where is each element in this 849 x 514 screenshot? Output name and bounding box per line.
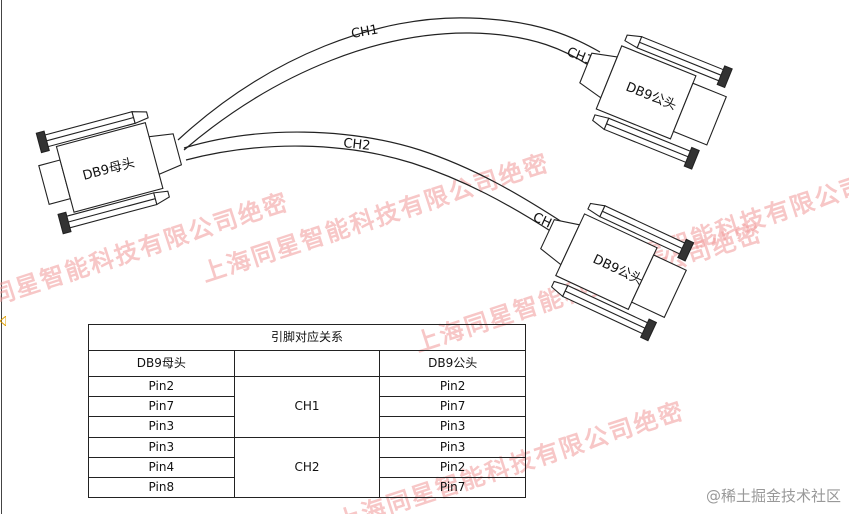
db9-male-connector-top	[579, 34, 733, 170]
female-pin-cell: Pin3	[88, 436, 235, 458]
table-row: Pin3 CH2 Pin3	[88, 436, 526, 499]
female-pin-cell: Pin3	[88, 416, 235, 438]
male-pin-cell: Pin2	[379, 375, 526, 398]
male-pin-cell: Pin3	[379, 436, 526, 458]
column-header-male: DB9公头	[379, 350, 526, 377]
db9-male-connector-bottom	[540, 202, 695, 342]
table-row: Pin4 Pin2	[88, 456, 526, 478]
ch2-cable	[183, 131, 563, 233]
ch1-cable	[177, 17, 601, 151]
ch2-cable-label: CH2	[343, 136, 372, 154]
male-pin-cell: Pin3	[379, 416, 526, 438]
table-row: Pin2 CH1 Pin2	[88, 375, 526, 438]
table-row: Pin3 Pin3	[88, 416, 526, 438]
female-pin-cell: Pin8	[88, 476, 235, 499]
male-pin-cell: Pin7	[379, 396, 526, 418]
source-credit: @稀土掘金技术社区	[705, 487, 841, 505]
male-pin-cell: Pin7	[379, 476, 526, 499]
female-pin-cell: Pin2	[88, 375, 235, 398]
pin-mapping-table: 引脚对应关系 DB9母头 DB9公头 Pin2 CH1 Pin2 Pin7 Pi…	[88, 324, 526, 499]
edge-marker-icon	[0, 316, 6, 326]
table-title: 引脚对应关系	[88, 324, 526, 351]
channel-cell: CH1	[233, 376, 381, 438]
male-pin-cell: Pin2	[379, 456, 526, 478]
ch1-cable-label: CH1	[350, 22, 379, 41]
female-pin-cell: Pin7	[88, 396, 235, 418]
table-row: Pin8 Pin7	[88, 476, 526, 499]
column-header-female: DB9母头	[88, 350, 235, 377]
channel-cell: CH2	[233, 436, 381, 499]
table-row: Pin7 Pin7	[88, 396, 526, 418]
female-pin-cell: Pin4	[88, 456, 235, 478]
db9-female-connector	[35, 111, 183, 235]
column-header-channel	[233, 350, 381, 377]
